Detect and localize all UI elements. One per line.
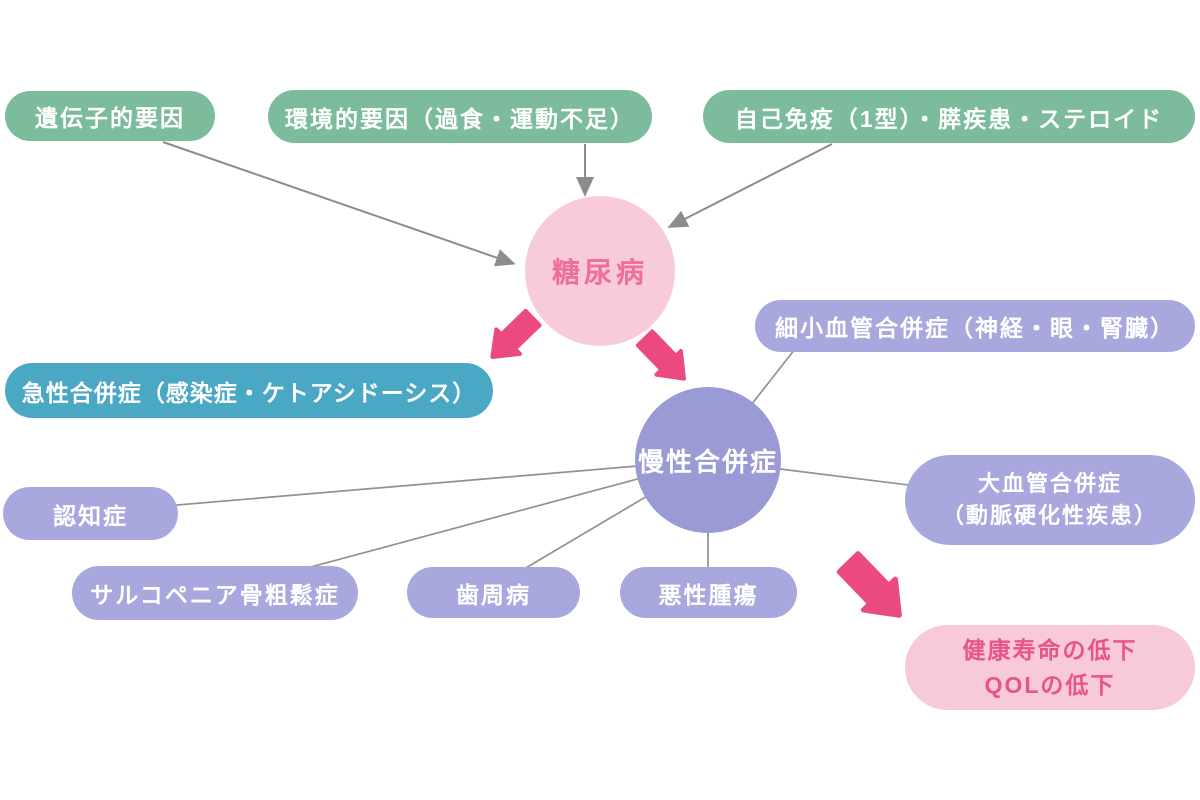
malignant-tumor-node: 悪性腫瘍 <box>620 567 797 618</box>
chronic-complications-node: 慢性合併症 <box>635 387 781 533</box>
sarcopenia-node: サルコペニア骨粗鬆症 <box>72 566 358 620</box>
periodontal-node: 歯周病 <box>407 567 580 618</box>
malignant-tumor-label: 悪性腫瘍 <box>658 581 759 608</box>
arrow-chronic-to-outcome-icon <box>836 551 902 618</box>
outcome-node: 健康寿命の低下 QOLの低下 <box>905 625 1195 710</box>
pink-block-arrows <box>490 308 902 618</box>
acute-complications-node: 急性合併症（感染症・ケトアシドーシス） <box>5 363 493 418</box>
cause-genetic-factors: 遺伝子的要因 <box>5 91 215 141</box>
diabetes-label: 糖尿病 <box>551 257 648 288</box>
periodontal-label: 歯周病 <box>456 581 531 608</box>
macrovascular-label-line1: 大血管合併症 <box>977 471 1122 497</box>
macrovascular-node: 大血管合併症 （動脈硬化性疾患） <box>905 455 1195 545</box>
macrovascular-label-line2: （動脈硬化性疾患） <box>941 503 1158 528</box>
cause-arrow-lines <box>162 141 833 267</box>
outcome-label-line2: QOLの低下 <box>984 671 1116 698</box>
arrow-autoimmune-to-diabetes-icon <box>667 143 833 228</box>
cause-genetic-label: 遺伝子的要因 <box>35 105 185 131</box>
cause-environmental-label: 環境的要因（過食・運動不足） <box>285 105 635 132</box>
dementia-label: 認知症 <box>53 502 128 529</box>
acute-complications-label: 急性合併症（感染症・ケトアシドーシス） <box>21 379 477 406</box>
microvascular-node: 細小血管合併症（神経・眼・腎臓） <box>755 300 1195 352</box>
dementia-node: 認知症 <box>3 487 178 540</box>
cause-environmental-factors: 環境的要因（過食・運動不足） <box>268 90 652 143</box>
arrow-genetic-to-diabetes-icon <box>162 141 516 267</box>
arrow-diabetes-to-acute-icon <box>490 308 542 359</box>
microvascular-label: 細小血管合併症（神経・眼・腎臓） <box>775 315 1175 341</box>
chronic-complications-label: 慢性合併症 <box>637 446 778 477</box>
sarcopenia-label: サルコペニア骨粗鬆症 <box>90 582 340 608</box>
cause-autoimmune-label: 自己免疫（1型）・膵疾患・ステロイド <box>734 105 1164 132</box>
cause-autoimmune-factors: 自己免疫（1型）・膵疾患・ステロイド <box>703 90 1195 143</box>
line-chronic-to-dementia <box>94 459 709 513</box>
outcome-label-line1: 健康寿命の低下 <box>962 637 1138 663</box>
diabetes-node: 糖尿病 <box>525 196 675 346</box>
arrow-diabetes-to-chronic-icon <box>635 329 686 381</box>
